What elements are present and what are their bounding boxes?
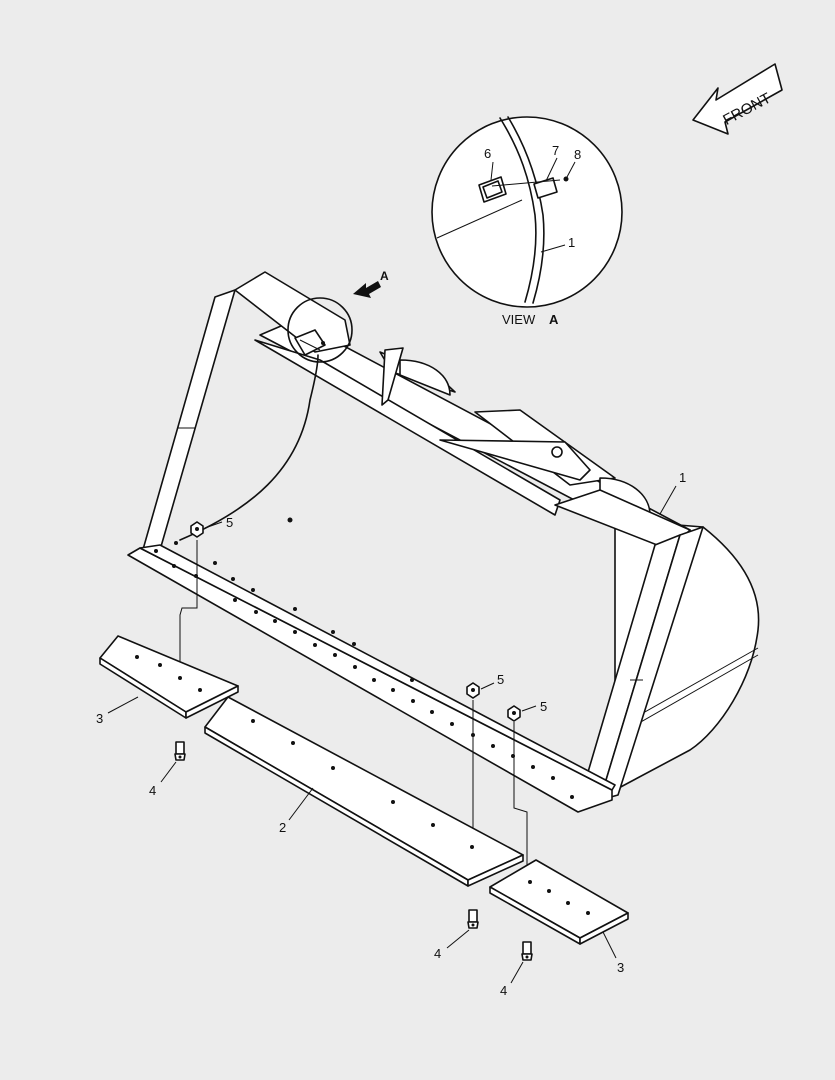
end-bit-left: 3	[96, 635, 239, 726]
bucket: 1	[127, 271, 760, 813]
nut-right: 5	[507, 699, 547, 722]
callout-bolt-center: 4	[434, 946, 441, 961]
detail-callout-8: 8	[574, 147, 581, 162]
view-a-arrow-icon: A	[353, 269, 389, 298]
bolt-right: 4	[500, 941, 533, 998]
callout-nut-right: 5	[540, 699, 547, 714]
assembly-lines	[179, 540, 528, 876]
callout-end-bit-left: 3	[96, 711, 103, 726]
view-caption-word: VIEW	[502, 312, 536, 327]
detail-callout-1: 1	[568, 235, 575, 250]
callout-nut-left: 5	[226, 515, 233, 530]
nut-center: 5	[466, 672, 504, 699]
callout-bolt-right: 4	[500, 983, 507, 998]
end-bit-right: 3	[489, 859, 629, 975]
callout-bucket: 1	[679, 470, 686, 485]
detail-callout-6: 6	[484, 146, 491, 161]
detail-view-a: 6 7 8 1 VIEW A	[431, 116, 623, 327]
callout-bolt-left: 4	[149, 783, 156, 798]
nut-left: 5	[190, 515, 233, 538]
front-arrow-icon: FRONT	[692, 63, 783, 135]
detail-callout-7: 7	[552, 143, 559, 158]
view-caption-letter: A	[549, 312, 559, 327]
view-a-marker-letter: A	[380, 269, 389, 283]
callout-center-edge: 2	[279, 820, 286, 835]
bolt-center: 4	[434, 909, 479, 961]
center-cutting-edge: 2	[204, 696, 524, 887]
bolt-left: 4	[149, 741, 186, 798]
callout-end-bit-right: 3	[617, 960, 624, 975]
callout-nut-center: 5	[497, 672, 504, 687]
